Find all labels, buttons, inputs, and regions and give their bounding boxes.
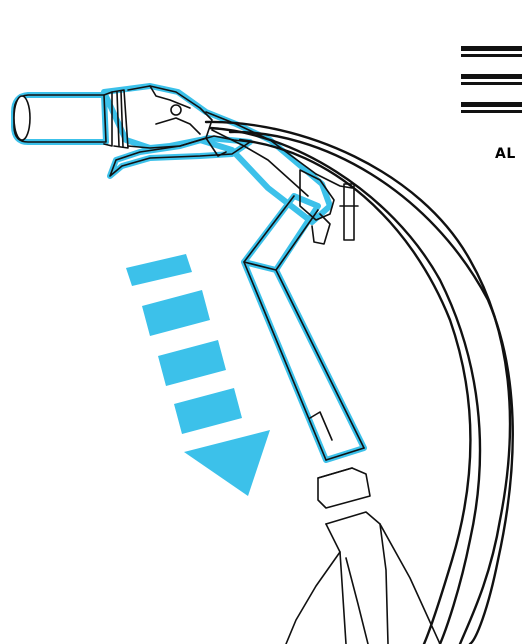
brake-cables [204, 120, 514, 644]
downward-dashed-arrow-icon [126, 254, 270, 496]
three-line-bars-icon [461, 46, 522, 113]
cut-off-label: AL [495, 146, 516, 162]
handlebar-outline [13, 85, 441, 644]
